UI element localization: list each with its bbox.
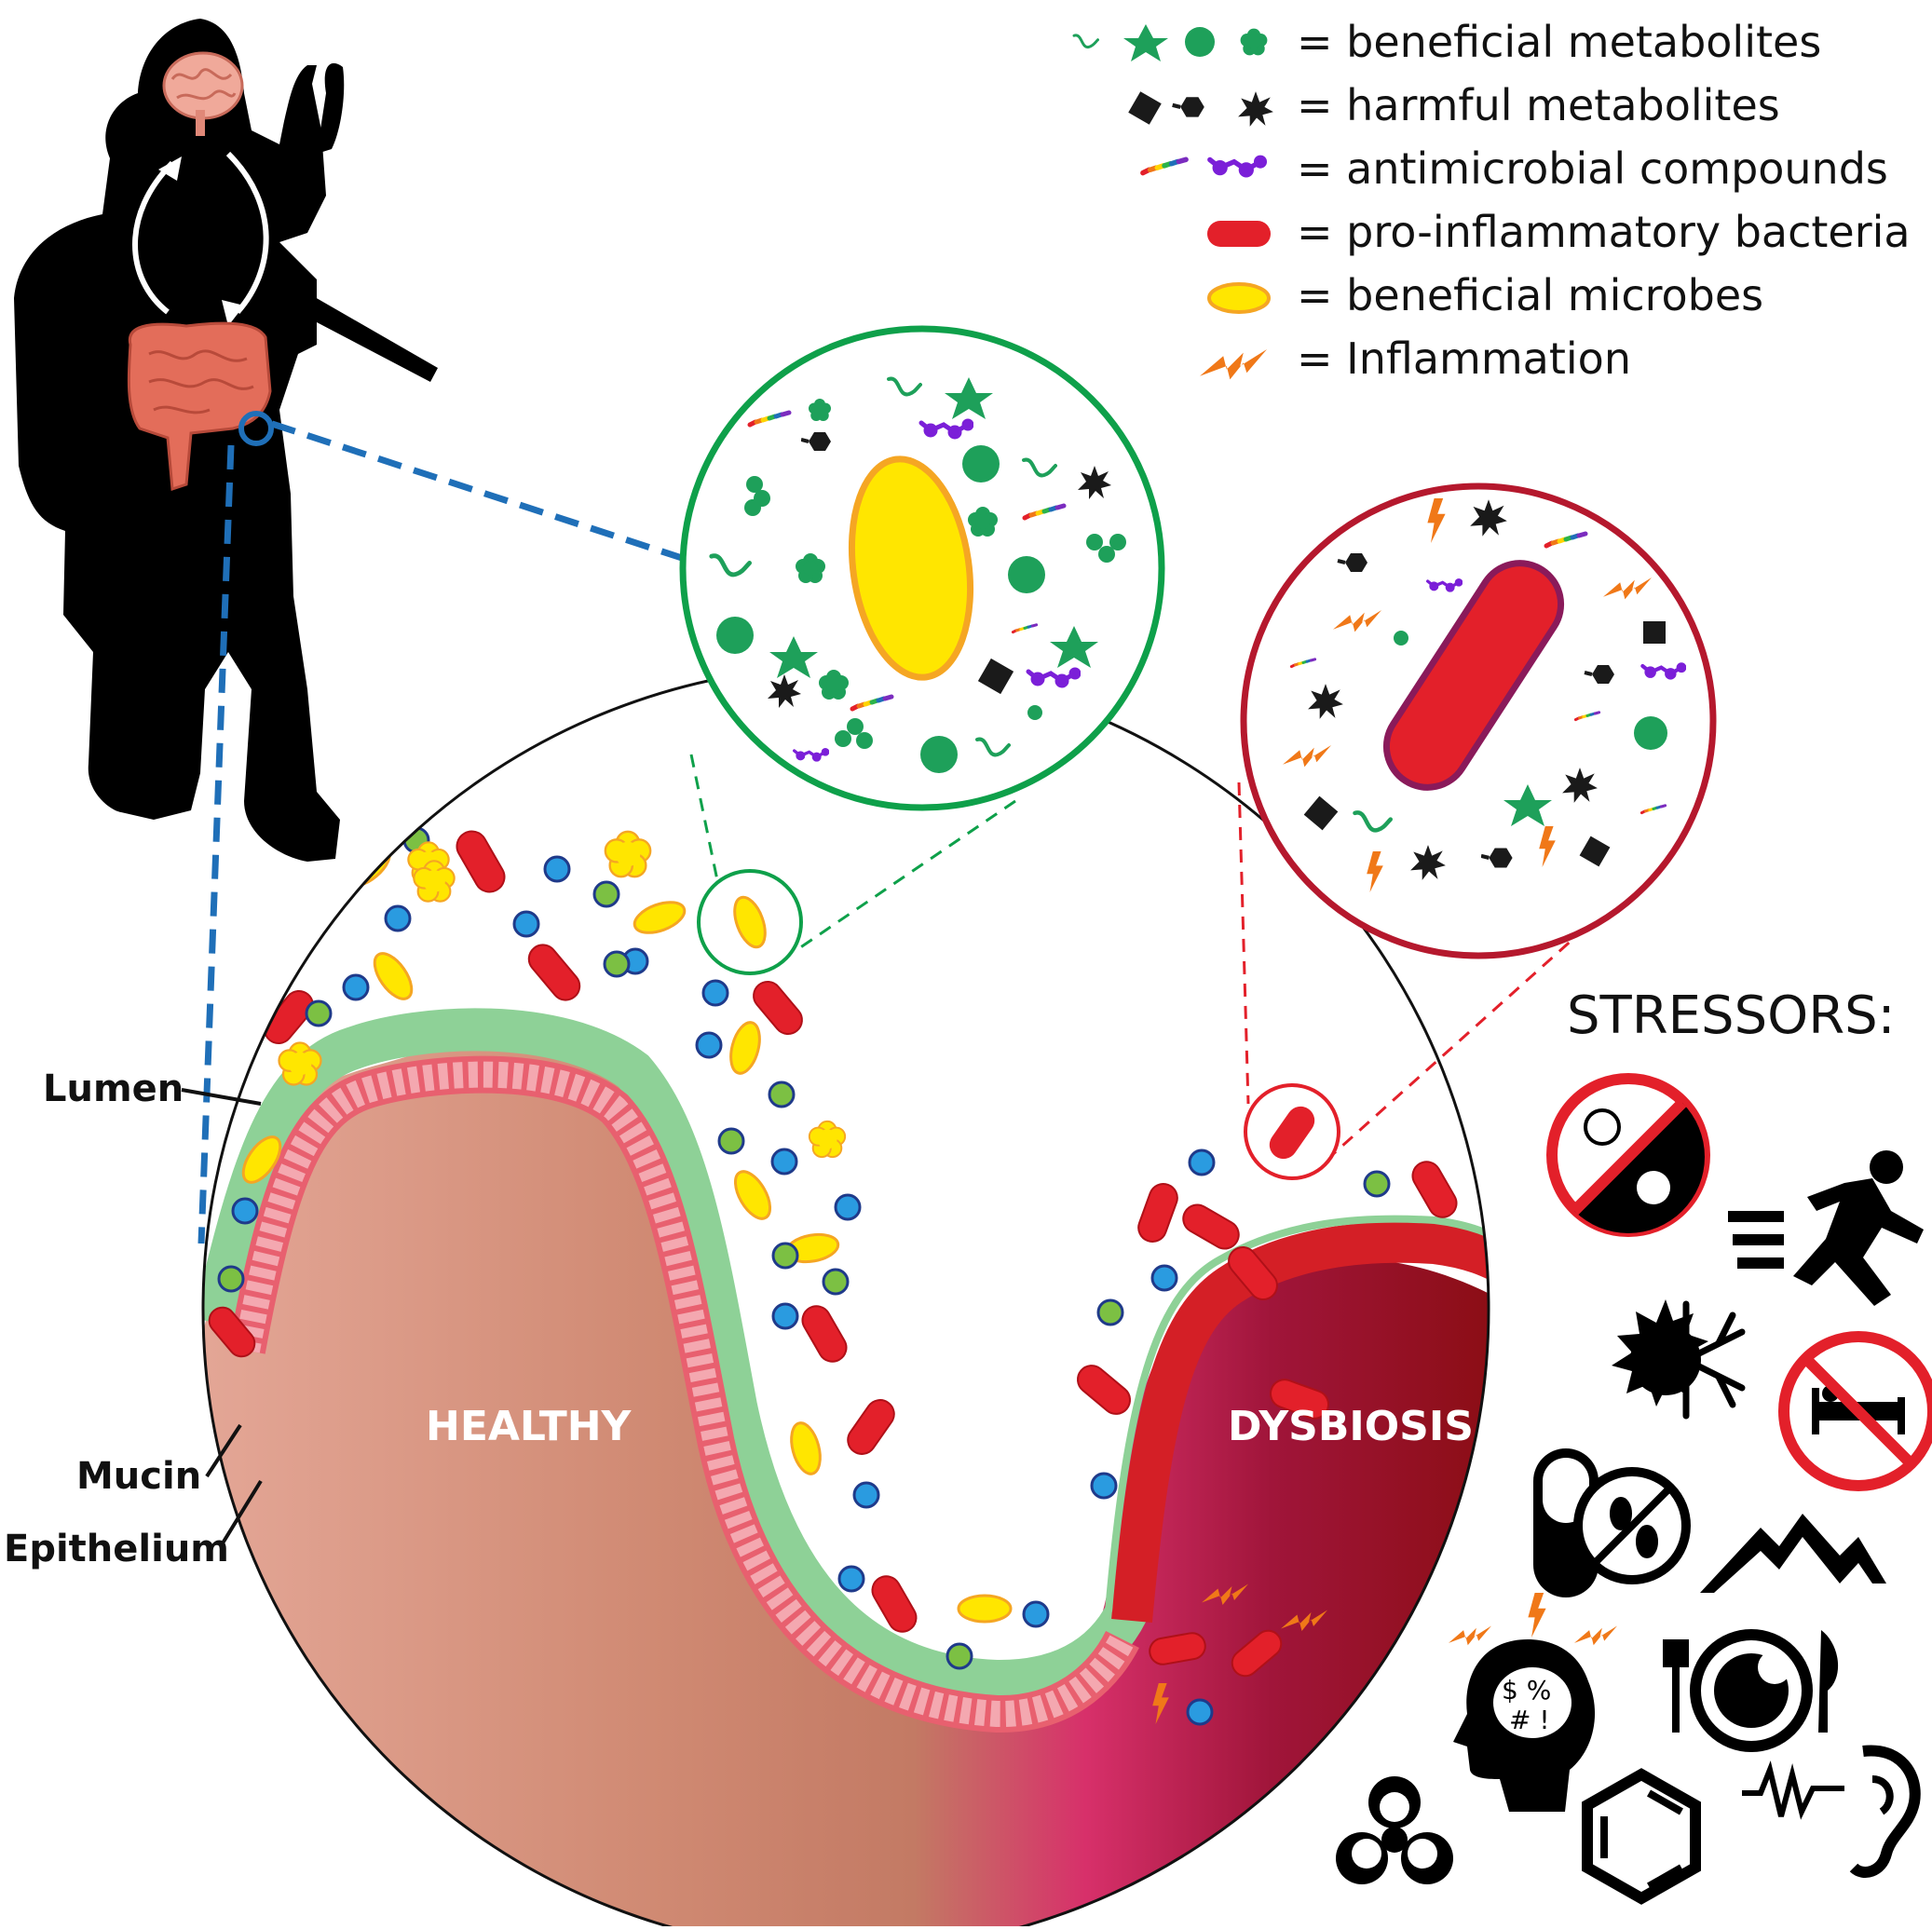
intestines-icon xyxy=(127,321,272,492)
lumen-label: Lumen xyxy=(43,1067,184,1110)
legend-inflammation: = Inflammation xyxy=(1297,333,1631,384)
disrupted-day-night-icon xyxy=(1546,1073,1710,1237)
legend-beneficial-metabolites: = beneficial metabolites xyxy=(1297,17,1822,67)
heat-cold-icon xyxy=(1612,1299,1746,1420)
dysbiosis-label: DYSBIOSIS xyxy=(1228,1403,1474,1450)
dysbiosis-zoom-circle xyxy=(1240,482,1717,959)
antibiotic-pill-icon xyxy=(1533,1448,1691,1597)
dysbiosis-zoom-marker xyxy=(1244,1083,1340,1180)
legend-pro-inflammatory-bacteria: = pro-inflammatory bacteria xyxy=(1297,207,1911,257)
legend-antimicrobial-compounds: = antimicrobial compounds xyxy=(1297,143,1888,194)
tissue-body xyxy=(203,1046,1489,1930)
svg-text:$ %: $ % xyxy=(1502,1675,1551,1706)
running-person-icon xyxy=(1728,1150,1924,1306)
healthy-zoom-circle xyxy=(679,325,1165,811)
stressor-icons: $ % # ! xyxy=(1336,1073,1932,1905)
noise-ear-icon xyxy=(1742,1745,1921,1878)
benzene-chemical-icon xyxy=(1582,1768,1701,1905)
epithelium-label: Epithelium xyxy=(4,1528,229,1570)
no-sleep-icon xyxy=(1778,1331,1932,1491)
dysbiosis-zoom-connector xyxy=(1237,782,1604,1157)
legend-beneficial-microbes: = beneficial microbes xyxy=(1297,270,1764,320)
brain-icon xyxy=(162,51,244,136)
svg-text:# !: # ! xyxy=(1509,1705,1550,1735)
soldier-silhouette-icon xyxy=(14,19,438,862)
stressors-heading: STRESSORS: xyxy=(1567,985,1896,1046)
healthy-zoom-marker xyxy=(697,869,803,975)
legend-icons xyxy=(1074,24,1273,380)
mountain-altitude-icon xyxy=(1700,1514,1886,1593)
zoom-connector-lines xyxy=(197,420,687,1244)
food-plate-icon xyxy=(1663,1629,1839,1752)
healthy-label: HEALTHY xyxy=(426,1403,632,1450)
legend-harmful-metabolites: = harmful metabolites xyxy=(1297,80,1780,130)
mucin-label: Mucin xyxy=(76,1455,202,1498)
mental-stress-head-icon: $ % # ! xyxy=(1449,1593,1617,1812)
lumen-microbes xyxy=(208,826,1458,1726)
biohazard-icon xyxy=(1336,1776,1453,1884)
sample-site-marker xyxy=(238,411,274,446)
label-pointer-lines xyxy=(181,1088,263,1548)
gut-brain-axis-arrows xyxy=(132,151,269,326)
